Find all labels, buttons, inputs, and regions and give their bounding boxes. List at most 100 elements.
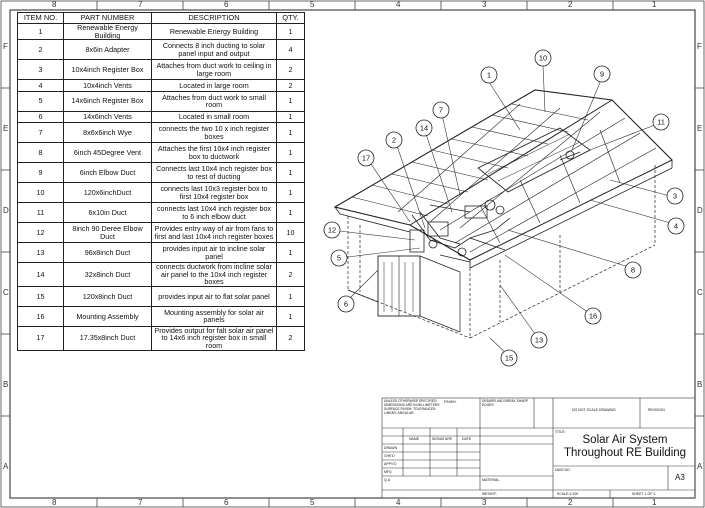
balloon-circle — [337, 295, 355, 313]
material-label: MATERIAL: — [482, 478, 501, 482]
bom-cell-qty: 2 — [276, 262, 305, 287]
balloon-14: 14 — [415, 119, 433, 137]
drawing-title-line2: Throughout RE Building — [563, 446, 687, 459]
bom-cell-qty: 1 — [276, 285, 305, 307]
balloon-label: 17 — [362, 154, 370, 163]
bom-header-qty: QTY. — [276, 12, 305, 24]
zone-row-left: B — [3, 380, 9, 389]
zone-row-left: C — [3, 288, 9, 297]
balloon-label: 3 — [673, 192, 677, 201]
zone-col-bottom: 8 — [52, 498, 57, 507]
drawing-title: Solar Air System Throughout RE Building — [555, 434, 695, 459]
bom-cell-qty: 2 — [276, 325, 305, 351]
balloon-circle — [480, 66, 498, 84]
balloon-2: 2 — [385, 131, 403, 149]
balloon-label: 5 — [337, 254, 341, 263]
dont-scale-note: DO NOT SCALE DRAWING — [572, 408, 616, 412]
balloon-3: 3 — [666, 187, 684, 205]
bom-cell-qty: 1 — [276, 242, 305, 264]
building-isometric — [333, 89, 673, 339]
sheet-size: A3 — [675, 473, 685, 482]
balloon-label: 10 — [539, 54, 547, 63]
zone-row-right: B — [697, 380, 703, 389]
inner-frame — [9, 9, 696, 499]
revision-label: REVISION — [648, 408, 665, 412]
balloon-4: 4 — [667, 217, 685, 235]
zone-col-bottom: 4 — [396, 498, 401, 507]
bom-cell-desc: Mounting assembly for solar air panels — [151, 305, 277, 327]
bom-cell-desc: connects ductwork from incline solar air… — [151, 262, 277, 287]
bom-cell-item: 17 — [17, 325, 64, 351]
zone-row-right: C — [697, 288, 703, 297]
row-checked: CHK'D — [384, 454, 395, 458]
zone-col-top: 5 — [310, 0, 315, 9]
balloon-circle — [500, 349, 518, 367]
zone-col-bottom: 6 — [224, 498, 229, 507]
leader-lines — [330, 64, 675, 357]
zone-row-right: D — [697, 206, 703, 215]
balloon-label: 4 — [674, 222, 678, 231]
balloon-9: 9 — [593, 65, 611, 83]
balloon-6: 6 — [337, 295, 355, 313]
dwg-no-label: DWG NO. — [555, 468, 571, 472]
balloon-1: 1 — [480, 66, 498, 84]
balloon-11: 11 — [652, 113, 670, 131]
deburr-note: DEBURR AND BREAK SHARP EDGES — [482, 399, 528, 407]
col-date: DATE — [462, 437, 472, 441]
col-signature: SIGNATURE — [432, 437, 453, 441]
bom-cell-item: 3 — [17, 59, 64, 81]
zone-row-right: A — [697, 462, 703, 471]
tolerance-notes: UNLESS OTHERWISE SPECIFIED: DIMENSIONS A… — [384, 399, 440, 415]
bom-cell-desc: provides input air to incline solar pane… — [151, 242, 277, 264]
balloon-label: 7 — [439, 106, 443, 115]
zone-col-bottom: 5 — [310, 498, 315, 507]
zone-col-top: 6 — [224, 0, 229, 9]
zone-col-bottom: 3 — [482, 498, 487, 507]
balloon-13: 13 — [530, 331, 548, 349]
balloon-circle — [584, 307, 602, 325]
balloon-circle — [593, 65, 611, 83]
balloon-label: 6 — [344, 300, 348, 309]
balloon-label: 1 — [487, 71, 491, 80]
balloon-circle — [652, 113, 670, 131]
balloon-15: 15 — [500, 349, 518, 367]
balloon-circle — [323, 221, 341, 239]
title-block — [381, 397, 696, 499]
bom-cell-desc: Attaches from duct work to small room — [151, 90, 277, 112]
balloon-12: 12 — [323, 221, 341, 239]
balloon-label: 11 — [657, 118, 665, 127]
balloon-10: 10 — [534, 49, 552, 67]
balloon-label: 16 — [589, 312, 597, 321]
balloon-label: 13 — [535, 336, 543, 345]
balloon-8: 8 — [624, 261, 642, 279]
col-name: NAME — [409, 437, 420, 441]
bom-cell-part: 17.35x8inch Duct — [63, 325, 152, 351]
zone-col-top: 3 — [482, 0, 487, 9]
zone-row-right: F — [697, 42, 702, 51]
balloon-circle — [624, 261, 642, 279]
bom-cell-desc: Provides output for falt solar air panel… — [151, 325, 277, 351]
row-qa: Q.A — [384, 478, 391, 482]
balloon-5: 5 — [330, 249, 348, 267]
zone-col-bottom: 7 — [138, 498, 143, 507]
balloon-label: 2 — [392, 136, 396, 145]
row-mfg: MFG — [384, 470, 392, 474]
zone-row-left: E — [3, 124, 9, 133]
bom-cell-qty: 1 — [276, 90, 305, 112]
balloon-circle — [415, 119, 433, 137]
zone-col-bottom: 2 — [568, 498, 573, 507]
balloon-label: 15 — [505, 354, 513, 363]
